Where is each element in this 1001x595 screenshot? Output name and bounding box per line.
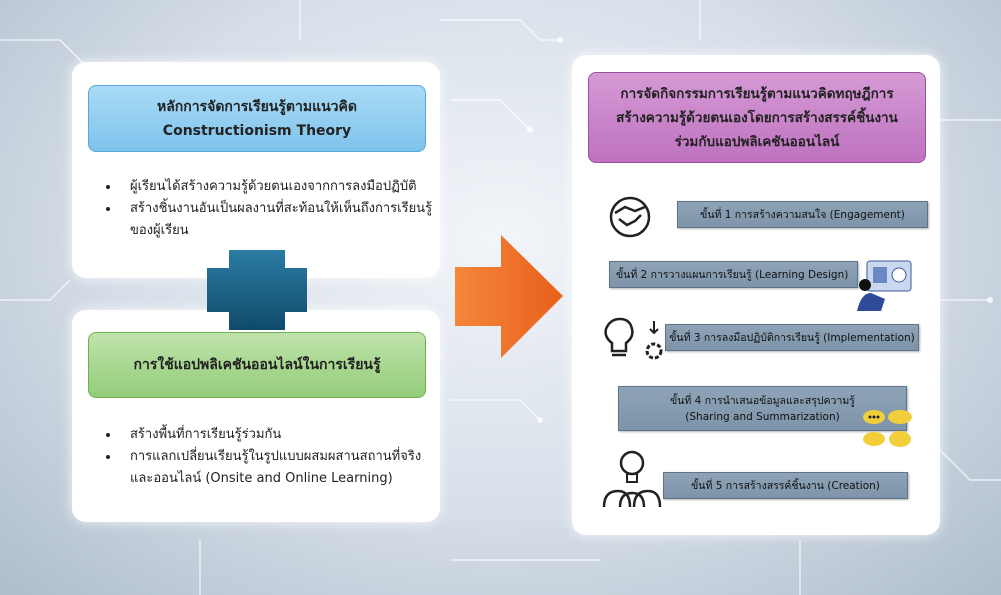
activity-header: การจัดกิจกรรมการเรียนรู้ตามแนวคิดทฤษฎีกา… xyxy=(588,72,926,163)
bullet: สร้างชิ้นงานอันเป็นผลงานที่สะท้อนให้เห็น… xyxy=(120,198,433,242)
step-label: ขั้นที่ 5 การสร้างสรรค์ชิ้นงาน (Creation… xyxy=(691,479,880,492)
header-line-1: การจัดกิจกรรมการเรียนรู้ตามแนวคิดทฤษฎีกา… xyxy=(620,85,894,102)
step-label: ขั้นที่ 1 การสร้างความสนใจ (Engagement) xyxy=(700,208,905,221)
online-app-header: การใช้แอปพลิเคชันออนไลน์ในการเรียนรู้ xyxy=(88,332,426,398)
bullet: การแลกเปลี่ยนเรียนรู้ในรูปแบบผสมผสานสถาน… xyxy=(120,446,433,490)
bullet: ผู้เรียนได้สร้างความรู้ด้วยตนเองจากการลง… xyxy=(120,176,433,198)
step-2: ขั้นที่ 2 การวางแผนการเรียนรู้ (Learning… xyxy=(609,261,858,288)
presentation-icon xyxy=(857,260,912,311)
header-line-1: หลักการจัดการเรียนรู้ตามแนวคิด xyxy=(157,98,357,115)
step-label-2: (Sharing and Summarization) xyxy=(685,410,840,423)
bullet: สร้างพื้นที่การเรียนรู้ร่วมกัน xyxy=(120,424,433,446)
constructionism-bullets: ผู้เรียนได้สร้างความรู้ด้วยตนเองจากการลง… xyxy=(88,176,433,242)
step-4: ขั้นที่ 4 การนำเสนอข้อมูลและสรุปความรู้ (… xyxy=(618,386,907,431)
step-label: ขั้นที่ 4 การนำเสนอข้อมูลและสรุปความรู้ xyxy=(670,394,855,407)
step-1: ขั้นที่ 1 การสร้างความสนใจ (Engagement) xyxy=(677,201,928,228)
header-line-3: ร่วมกับแอปพลิเคชันออนไลน์ xyxy=(674,133,840,150)
plus-connector-icon xyxy=(207,250,307,330)
right-arrow-icon xyxy=(455,235,563,358)
step-label: ขั้นที่ 3 การลงมือปฏิบัติการเรียนรู้ (Im… xyxy=(669,331,915,344)
lightbulb-people-icon xyxy=(602,450,662,508)
header-line-2: สร้างความรู้ด้วยตนเองโดยการสร้างสรรค์ชิ้… xyxy=(616,109,898,126)
handshake-icon xyxy=(609,196,651,238)
header-line: การใช้แอปพลิเคชันออนไลน์ในการเรียนรู้ xyxy=(133,357,381,373)
lightbulb-gear-icon xyxy=(604,317,663,360)
step-3: ขั้นที่ 3 การลงมือปฏิบัติการเรียนรู้ (Im… xyxy=(665,324,919,351)
online-app-bullets: สร้างพื้นที่การเรียนรู้ร่วมกัน การแลกเปล… xyxy=(88,424,433,490)
chat-bubbles-icon xyxy=(863,410,912,447)
step-5: ขั้นที่ 5 การสร้างสรรค์ชิ้นงาน (Creation… xyxy=(663,472,908,499)
header-line-2: Constructionism Theory xyxy=(162,122,352,139)
step-label: ขั้นที่ 2 การวางแผนการเรียนรู้ (Learning… xyxy=(616,268,849,281)
constructionism-header: หลักการจัดการเรียนรู้ตามแนวคิด Construct… xyxy=(88,85,426,152)
